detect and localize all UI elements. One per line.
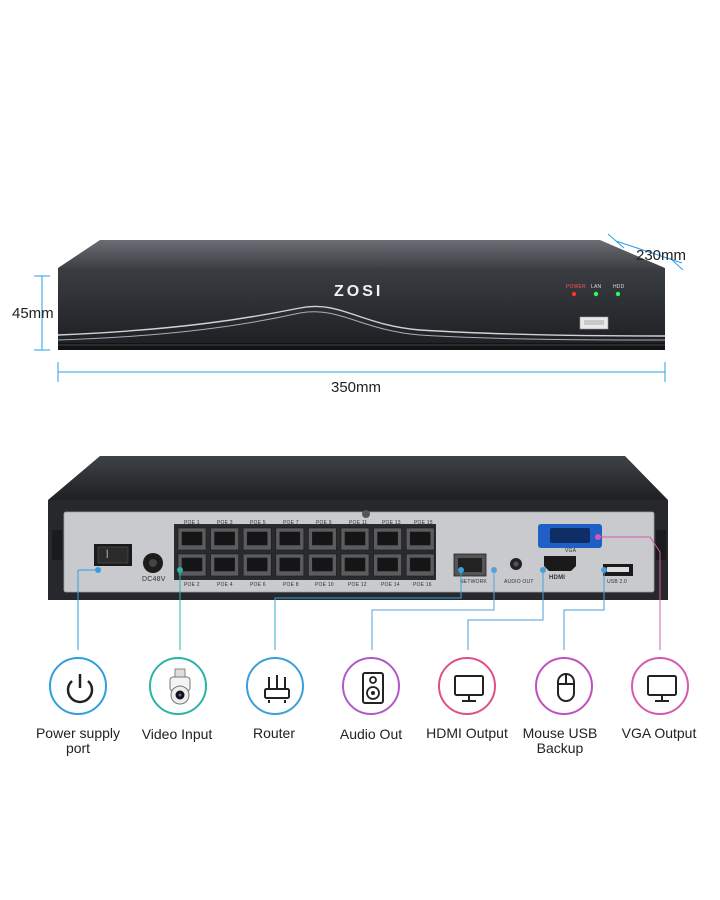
poe-port-socket	[181, 557, 203, 572]
poe-top-label: POE 11	[349, 520, 368, 526]
poe-port-socket	[279, 531, 301, 546]
poe-top-label: POE 7	[283, 520, 299, 526]
nvr-front-view	[34, 233, 684, 382]
poe-top-label: POE 5	[250, 520, 266, 526]
poe-port-socket	[377, 531, 398, 546]
poe-port-socket	[344, 531, 366, 546]
poe-port-socket	[377, 557, 398, 572]
vga-port-label: VGA	[565, 548, 577, 554]
poe-port-socket	[279, 557, 301, 572]
poe-top-label: POE 3	[217, 520, 233, 526]
poe-port-socket	[312, 557, 333, 572]
feature-label-router: Router	[252, 725, 296, 741]
poe-top-label: POE 9	[316, 520, 332, 526]
power-switch[interactable]: |	[106, 548, 109, 558]
poe-port-socket	[214, 557, 235, 572]
hdmi-port-label: HDMI	[549, 575, 566, 581]
audio-out-label: AUDIO OUT	[504, 579, 534, 585]
poe-top-label: POE 15	[414, 520, 433, 526]
poe-bottom-label: POE 10	[315, 582, 334, 588]
poe-bottom-label: POE 14	[381, 582, 400, 588]
poe-bottom-label: POE 4	[217, 582, 233, 588]
feature-label-video-input: Video Input	[141, 726, 213, 742]
network-port-label: NETWORK	[460, 579, 487, 585]
power-indicator-label: POWER	[566, 284, 586, 290]
poe-port-socket	[181, 531, 203, 546]
poe-bottom-label: POE 16	[413, 582, 432, 588]
feature-label-audio-out: Audio Out	[339, 726, 403, 742]
width-dimension: 350mm	[331, 379, 382, 396]
poe-bottom-label: POE 8	[283, 582, 299, 588]
feature-label-hdmi-output: HDMI Output	[426, 725, 508, 741]
poe-port-socket	[214, 531, 235, 546]
height-dimension: 45mm	[12, 305, 54, 322]
poe-port-socket	[409, 557, 431, 572]
monitor-icon	[438, 657, 496, 715]
feature-label-mouse-usb: Mouse USB Backup	[522, 725, 598, 756]
hdd-indicator-label: HDD	[613, 284, 625, 290]
poe-port-socket	[409, 531, 431, 546]
poe-top-label: POE 1	[184, 520, 200, 526]
nvr-rear-view	[48, 456, 668, 600]
poe-port-socket	[344, 557, 366, 572]
feature-label-power: Power supply port	[35, 725, 121, 756]
feature-label-vga-output: VGA Output	[621, 725, 697, 741]
speaker-icon	[342, 657, 400, 715]
poe-top-label: POE 13	[382, 520, 401, 526]
camera-icon	[149, 657, 207, 715]
poe-port-socket	[312, 531, 333, 546]
poe-port-socket	[246, 531, 268, 546]
monitor-icon	[631, 657, 689, 715]
brand-logo: ZOSI	[334, 283, 384, 300]
power-icon	[49, 657, 107, 715]
depth-dimension: 230mm	[636, 247, 687, 264]
router-icon	[246, 657, 304, 715]
poe-bottom-label: POE 12	[348, 582, 367, 588]
usb-port-label: USB 2.0	[607, 579, 628, 585]
dc-input-label: DC48V	[142, 576, 166, 583]
poe-bottom-label: POE 6	[250, 582, 266, 588]
poe-port-socket	[246, 557, 268, 572]
mouse-icon	[535, 657, 593, 715]
poe-bottom-label: POE 2	[184, 582, 200, 588]
lan-indicator-label: LAN	[591, 284, 602, 290]
